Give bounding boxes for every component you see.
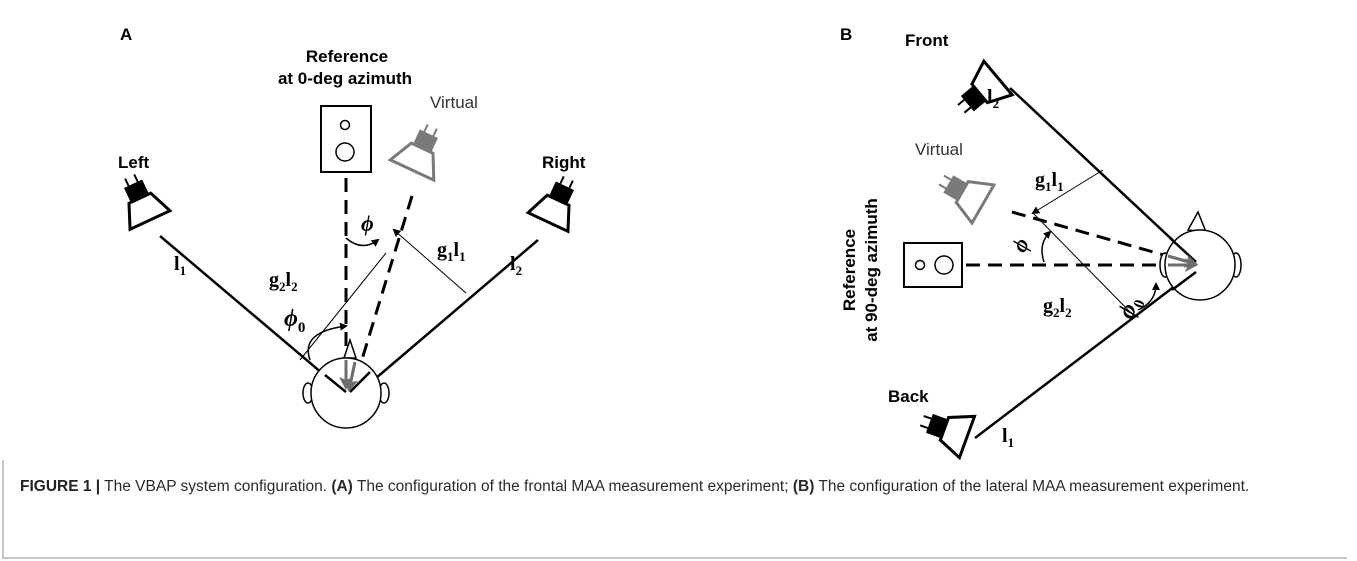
caption-b-tag: (B) bbox=[792, 478, 815, 495]
phi-arc-b bbox=[1041, 230, 1052, 263]
caption-text-2: The configuration of the frontal MAA mea… bbox=[352, 478, 793, 495]
l1-label: l1 bbox=[174, 253, 186, 278]
right-speaker-line bbox=[361, 239, 539, 391]
g2l2-projection bbox=[299, 252, 387, 361]
g1l1-projection bbox=[392, 228, 467, 294]
phi0-arc-b bbox=[1137, 282, 1160, 311]
g1l1-projection-b bbox=[1031, 169, 1104, 215]
l2-label-b: l2 bbox=[987, 86, 999, 111]
reference-speaker-icon-b bbox=[903, 242, 963, 288]
svg-text:Reference: Reference bbox=[840, 229, 859, 311]
phi0-label-b: ϕ0 bbox=[1113, 293, 1149, 323]
reference-label-line1: Reference bbox=[306, 47, 388, 66]
reference-label-line2: at 0-deg azimuth bbox=[278, 69, 412, 88]
l2-label: l2 bbox=[510, 253, 522, 278]
l1-label-b: l1 bbox=[1002, 425, 1014, 450]
g2l2-label: g2l2 bbox=[269, 269, 298, 294]
phi-arc bbox=[345, 237, 380, 247]
virtual-speaker-icon bbox=[387, 123, 438, 183]
right-label: Right bbox=[542, 153, 586, 172]
right-speaker-icon bbox=[525, 175, 574, 234]
phi0-label: ϕ0 bbox=[284, 306, 305, 336]
panel-b-label: B bbox=[840, 25, 852, 44]
virtual-speaker-icon-b bbox=[938, 174, 997, 226]
back-speaker-line bbox=[974, 269, 1197, 439]
phi-label-b: ϕ bbox=[1006, 235, 1034, 256]
front-label: Front bbox=[905, 31, 949, 50]
caption-text-1: The VBAP system configuration. bbox=[100, 478, 332, 495]
phi-label: ϕ bbox=[361, 211, 374, 236]
virtual-label: Virtual bbox=[430, 93, 478, 112]
left-speaker-line bbox=[159, 235, 343, 391]
svg-text:at 90-deg azimuth: at 90-deg azimuth bbox=[862, 198, 881, 342]
left-label: Left bbox=[118, 153, 150, 172]
g1l1-label-b: g1l1 bbox=[1035, 169, 1064, 194]
virtual-dashed-line bbox=[350, 195, 414, 393]
caption-text-3: The configuration of the lateral MAA mea… bbox=[814, 478, 1250, 495]
back-label: Back bbox=[888, 387, 929, 406]
g1l1-label: g1l1 bbox=[437, 239, 466, 264]
back-speaker-icon bbox=[919, 413, 977, 461]
panel-b: B Front l2 Virtual Reference at 90-deg a… bbox=[840, 25, 1242, 461]
virtual-label-b: Virtual bbox=[915, 140, 963, 159]
reference-speaker-icon bbox=[320, 105, 372, 173]
listener-head-icon bbox=[302, 337, 390, 429]
caption-border bbox=[2, 460, 1347, 559]
left-speaker-icon bbox=[124, 173, 173, 232]
panel-a: A Reference at 0-deg azimuth Virtual Lef… bbox=[118, 25, 586, 429]
g2l2-label-b: g2l2 bbox=[1043, 295, 1072, 320]
panel-a-label: A bbox=[120, 25, 132, 44]
reference-label-b: Reference at 90-deg azimuth bbox=[840, 198, 881, 342]
figure-caption: FIGURE 1 | The VBAP system configuration… bbox=[20, 476, 1340, 498]
front-speaker-line bbox=[1009, 87, 1197, 263]
caption-figure-label: FIGURE 1 | bbox=[20, 478, 101, 495]
g2l2-projection-b bbox=[1032, 212, 1131, 313]
svg-text:ϕ0: ϕ0 bbox=[1113, 293, 1149, 323]
front-speaker-icon bbox=[957, 58, 1015, 114]
caption-a-tag: (A) bbox=[331, 478, 353, 495]
phi0-arc bbox=[307, 322, 348, 361]
